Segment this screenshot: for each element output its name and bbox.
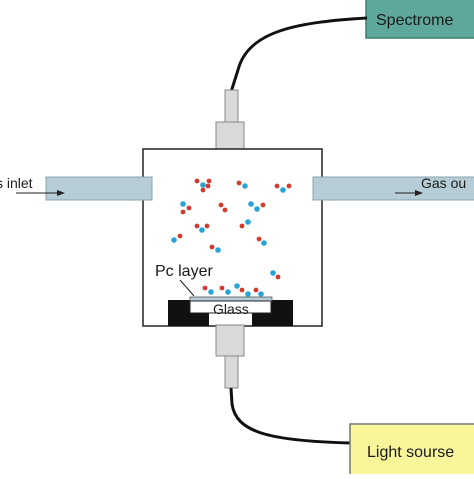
gas-outlet-label: Gas ou [421, 175, 466, 191]
top-optical-fiber [229, 16, 368, 93]
molecule [202, 285, 214, 295]
molecule [180, 209, 186, 215]
molecule [248, 201, 266, 212]
top-fiber-connector-neck [224, 89, 239, 123]
bottom-fiber-connector [215, 324, 245, 357]
molecule [234, 283, 251, 297]
glass-substrate [189, 300, 272, 314]
molecule [218, 202, 228, 213]
sample-holder [168, 300, 293, 326]
bottom-fiber-connector-neck [224, 355, 239, 389]
molecule [239, 219, 251, 229]
molecule [200, 183, 211, 193]
molecule [171, 233, 183, 243]
gas-inlet-label: s inlet [0, 175, 33, 191]
molecule [209, 244, 221, 253]
glass-label: Glass [213, 301, 249, 317]
pc-layer-pointer [179, 279, 195, 297]
molecule [194, 178, 212, 188]
molecule [219, 285, 231, 295]
molecule [274, 183, 292, 193]
light-source-box [349, 423, 474, 479]
gas-inlet-pipe [45, 176, 153, 201]
molecule [236, 180, 248, 189]
pc-layer-label: Pc layer [155, 263, 213, 280]
molecule [256, 236, 267, 246]
molecule [270, 270, 281, 280]
bottom-optical-fiber [229, 387, 353, 445]
gas-outlet-pipe [312, 176, 474, 201]
molecule [253, 287, 264, 297]
gas-molecules [171, 178, 292, 297]
molecule [180, 201, 192, 211]
spectrometer-label: Spectrome [376, 12, 453, 29]
light-source-label: Light sourse [367, 444, 454, 461]
molecule [194, 223, 210, 233]
